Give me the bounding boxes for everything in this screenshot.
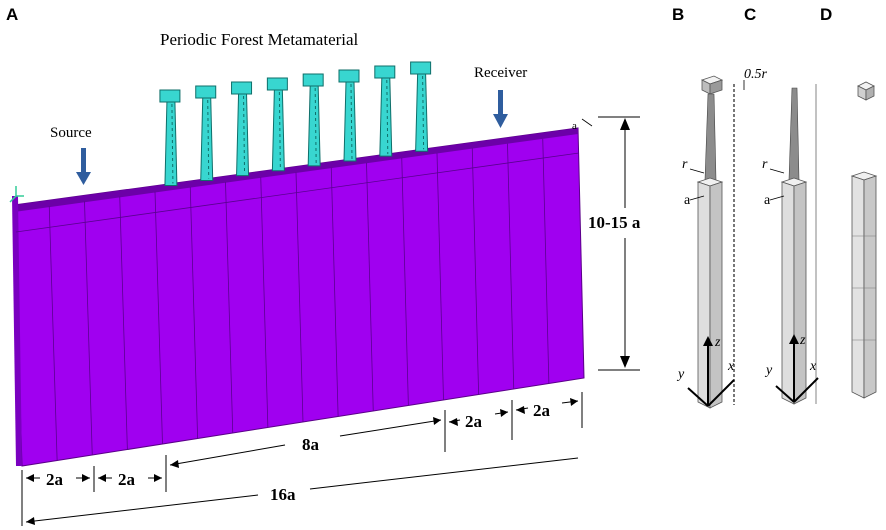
- panel-b-a: a: [684, 193, 691, 208]
- source-arrow: [76, 148, 91, 185]
- tree: [195, 85, 217, 182]
- tree: [266, 77, 288, 172]
- depth-label: 10-15 a: [588, 213, 641, 232]
- soil-block: [9, 127, 585, 467]
- panel-a-letter: A: [6, 5, 18, 24]
- corner-a-label: a: [572, 120, 577, 132]
- soil-division-line: [330, 167, 339, 417]
- panel-b-x: x: [727, 359, 735, 374]
- dim-2a-3: 2a: [465, 412, 483, 431]
- unit-cell-d: [850, 81, 878, 399]
- figure-title: Periodic Forest Metamaterial: [160, 30, 359, 49]
- tree: [338, 69, 360, 162]
- soil-division-line: [260, 177, 269, 428]
- soil-division-line: [84, 201, 93, 456]
- soil-grid: [15, 138, 580, 461]
- soil-division-line: [542, 138, 550, 384]
- dim-8a: 8a: [302, 435, 320, 454]
- tree: [302, 73, 324, 167]
- tree-array: [159, 61, 432, 186]
- soil-division-line: [366, 162, 374, 412]
- panel-b-letter: B: [672, 5, 684, 24]
- soil-edge: [12, 196, 22, 466]
- panel-c-z: z: [799, 333, 806, 348]
- soil-division-line: [507, 143, 515, 390]
- panel-c-y: y: [764, 363, 773, 378]
- unit-cell-b: [687, 75, 745, 409]
- panel-d-letter: D: [820, 5, 832, 24]
- tree: [159, 89, 181, 186]
- soil-division-line: [189, 186, 199, 439]
- soil-division-line: [119, 196, 128, 450]
- unit-cell-c: [769, 84, 819, 405]
- panel-b-top-radius: 0.5r: [744, 67, 768, 82]
- origin-marker: [9, 186, 24, 203]
- source-label: Source: [50, 125, 92, 141]
- dim-2a-1: 2a: [46, 470, 64, 489]
- soil-division-line: [401, 158, 409, 406]
- soil-division-line: [154, 191, 163, 445]
- corner-a-tick: [581, 118, 593, 127]
- soil-layer-line: [15, 152, 580, 233]
- panel-c-a: a: [764, 193, 771, 208]
- soil-front-face: [13, 127, 585, 467]
- panel-c-r: r: [762, 157, 768, 172]
- dim-2a-4: 2a: [533, 401, 551, 420]
- soil-division-line: [48, 206, 58, 461]
- soil-top-face: [14, 128, 578, 212]
- panel-b-r: r: [682, 157, 688, 172]
- tree: [410, 61, 432, 152]
- receiver-label: Receiver: [474, 65, 527, 81]
- dim-16a: 16a: [270, 485, 296, 504]
- dim-2a-2: 2a: [118, 470, 136, 489]
- bottom-dimension-arrowheads: [26, 398, 578, 525]
- tree: [374, 65, 396, 157]
- panel-c-x: x: [809, 359, 817, 374]
- panel-c-letter: C: [744, 5, 756, 24]
- tree: [231, 81, 253, 177]
- receiver-arrow: [493, 90, 508, 128]
- soil-division-line: [471, 148, 480, 395]
- depth-dimension: [598, 116, 640, 371]
- panel-b-z: z: [714, 335, 721, 350]
- panel-b-y: y: [676, 367, 685, 382]
- soil-division-line: [436, 153, 444, 401]
- soil-division-line: [295, 172, 304, 423]
- soil-division-line: [225, 182, 234, 434]
